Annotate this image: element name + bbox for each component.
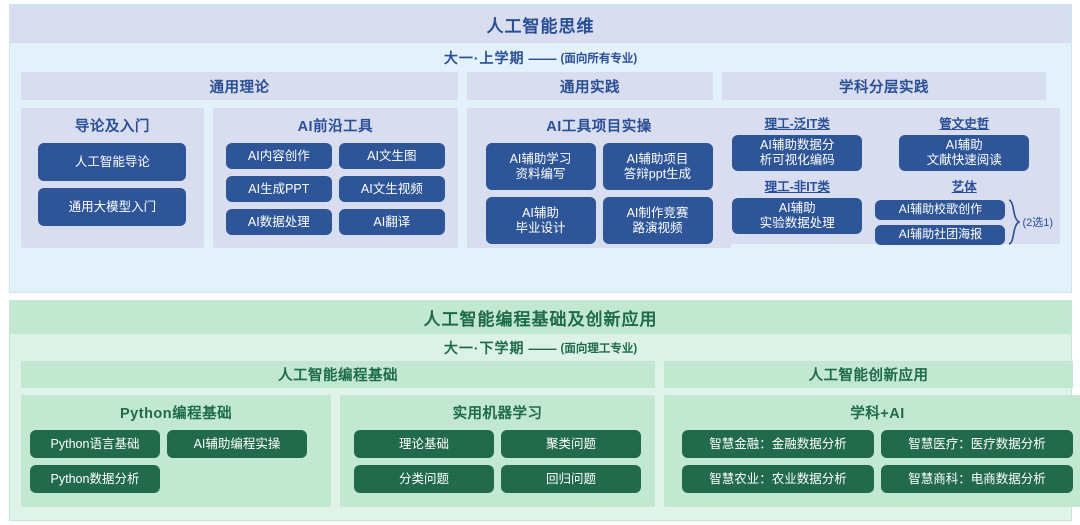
course-tile[interactable]: AI数据处理 (225, 209, 332, 235)
semester-2-columns: 人工智能编程基础 Python编程基础 Python语言基础 AI辅助编程实操 … (10, 361, 1080, 507)
semester-1-columns: 通用理论 导论及入门 人工智能导论 通用大模型入门 AI前沿工具 AI内容创作 (10, 72, 1071, 248)
curly-brace-icon (1008, 199, 1021, 245)
column-header-innovative-application: 人工智能创新应用 (664, 361, 1073, 388)
course-tile[interactable]: AI辅助实验数据处理 (732, 198, 863, 234)
group-discipline: 理工-泛IT类 AI辅助数据分析可视化编码 理工-非IT类 AI辅助实验数据处理… (722, 108, 1060, 246)
group-title-ai-tools: AI前沿工具 (297, 119, 374, 135)
discipline-label-arts: 艺体 (951, 180, 977, 194)
course-tile[interactable]: 智慧医疗：医疗数据分析 (881, 430, 1073, 458)
semester-2-title: 人工智能编程基础及创新应用 (10, 301, 1071, 334)
column-innovative-application: 人工智能创新应用 学科+AI 智慧金融：金融数据分析 智慧医疗：医疗数据分析 智… (664, 361, 1080, 507)
course-tile[interactable]: AI内容创作 (225, 143, 332, 169)
course-tile[interactable]: 人工智能导论 (38, 143, 187, 181)
course-tile[interactable]: 回归问题 (501, 465, 642, 493)
semester-2-dash: —— (528, 339, 557, 356)
group-title-python: Python编程基础 (120, 406, 233, 422)
course-tile[interactable]: AI辅助学习资料编写 (485, 143, 596, 190)
group-machine-learning: 实用机器学习 理论基础 聚类问题 分类问题 回归问题 (340, 395, 655, 507)
column-header-discipline-practice: 学科分层实践 (722, 72, 1046, 100)
semester-1-term: 大一·上学期 (443, 49, 525, 66)
course-tile[interactable]: 智慧金融：金融数据分析 (682, 430, 874, 458)
column-header-general-theory: 通用理论 (21, 72, 458, 100)
course-tile[interactable]: AI翻译 (338, 209, 445, 235)
course-tile[interactable]: AI文生视频 (338, 176, 445, 202)
group-title-ai-project: AI工具项目实操 (546, 119, 652, 135)
group-ai-project: AI工具项目实操 AI辅助学习资料编写 AI辅助项目答辩ppt生成 AI辅助毕业… (467, 108, 731, 248)
course-tile[interactable]: 智慧农业：农业数据分析 (682, 465, 874, 493)
course-tile[interactable]: Python语言基础 (30, 430, 160, 458)
column-general-theory: 通用理论 导论及入门 人工智能导论 通用大模型入门 AI前沿工具 AI内容创作 (21, 72, 458, 248)
discipline-label-humanities: 管文史哲 (939, 117, 990, 131)
course-tile[interactable]: AI辅助数据分析可视化编码 (732, 135, 863, 171)
semester-1-title: 人工智能思维 (10, 5, 1071, 43)
course-tile[interactable]: 分类问题 (354, 465, 495, 493)
group-intro: 导论及入门 人工智能导论 通用大模型入门 (21, 108, 204, 248)
column-programming-basics: 人工智能编程基础 Python编程基础 Python语言基础 AI辅助编程实操 … (21, 361, 655, 507)
semester-1-dash: —— (528, 49, 557, 66)
course-tile[interactable]: AI辅助项目答辩ppt生成 (602, 143, 713, 190)
semester-2-term: 大一·下学期 (443, 339, 525, 356)
course-tile[interactable]: 通用大模型入门 (38, 188, 187, 226)
course-tile[interactable]: 智慧商科：电商数据分析 (881, 465, 1073, 493)
semester-1-subtitle: 大一·上学期 —— (面向所有专业) (10, 43, 1071, 72)
discipline-left: 理工-泛IT类 AI辅助数据分析可视化编码 理工-非IT类 AI辅助实验数据处理 (729, 113, 865, 246)
semester-2-audience: (面向理工专业) (560, 342, 638, 355)
semester-1-audience: (面向所有专业) (560, 52, 638, 65)
column-general-practice: 通用实践 AI工具项目实操 AI辅助学习资料编写 AI辅助项目答辩ppt生成 A… (467, 72, 731, 248)
course-tile[interactable]: Python数据分析 (30, 465, 160, 493)
column-header-general-practice: 通用实践 (467, 72, 713, 100)
semester-2-panel: 人工智能编程基础及创新应用 大一·下学期 —— (面向理工专业) 人工智能编程基… (9, 300, 1080, 521)
group-ai-tools: AI前沿工具 AI内容创作 AI文生图 AI生成PPT AI文生视频 AI数据处… (212, 108, 458, 248)
group-discipline-ai: 学科+AI 智慧金融：金融数据分析 智慧医疗：医疗数据分析 智慧农业：农业数据分… (664, 395, 1080, 507)
column-header-programming-basics: 人工智能编程基础 (21, 361, 655, 388)
semester-1-panel: 人工智能思维 大一·上学期 —— (面向所有专业) 通用理论 导论及入门 人工智… (9, 4, 1072, 293)
course-tile[interactable]: AI辅助编程实操 (167, 430, 307, 458)
course-tile[interactable]: AI文生图 (338, 143, 445, 169)
course-tile[interactable]: AI制作竞赛路演视频 (602, 197, 713, 244)
column-discipline-practice: 学科分层实践 理工-泛IT类 AI辅助数据分析可视化编码 理工-非IT类 AI辅… (722, 72, 1060, 248)
semester-2-subtitle: 大一·下学期 —— (面向理工专业) (10, 334, 1071, 361)
course-tile[interactable]: AI辅助校歌创作 (875, 199, 1006, 220)
course-tile[interactable]: 理论基础 (354, 430, 495, 458)
discipline-label-it: 理工-泛IT类 (764, 117, 830, 131)
discipline-label-nonit: 理工-非IT类 (764, 180, 830, 194)
course-tile[interactable]: 聚类问题 (501, 430, 642, 458)
choose-one-note: (2选1) (1022, 217, 1053, 229)
group-title-intro: 导论及入门 (74, 119, 150, 135)
course-tile[interactable]: AI辅助文献快速阅读 (899, 135, 1030, 171)
discipline-right: 管文史哲 AI辅助文献快速阅读 艺体 AI辅助校歌创作 AI辅助社团海报 (875, 113, 1053, 246)
group-title-machine-learning: 实用机器学习 (452, 406, 543, 422)
group-python: Python编程基础 Python语言基础 AI辅助编程实操 Python数据分… (21, 395, 332, 507)
course-tile[interactable]: AI辅助社团海报 (875, 224, 1006, 245)
course-tile[interactable]: AI生成PPT (225, 176, 332, 202)
course-tile[interactable]: AI辅助毕业设计 (485, 197, 596, 244)
group-title-discipline-ai: 学科+AI (850, 406, 905, 422)
